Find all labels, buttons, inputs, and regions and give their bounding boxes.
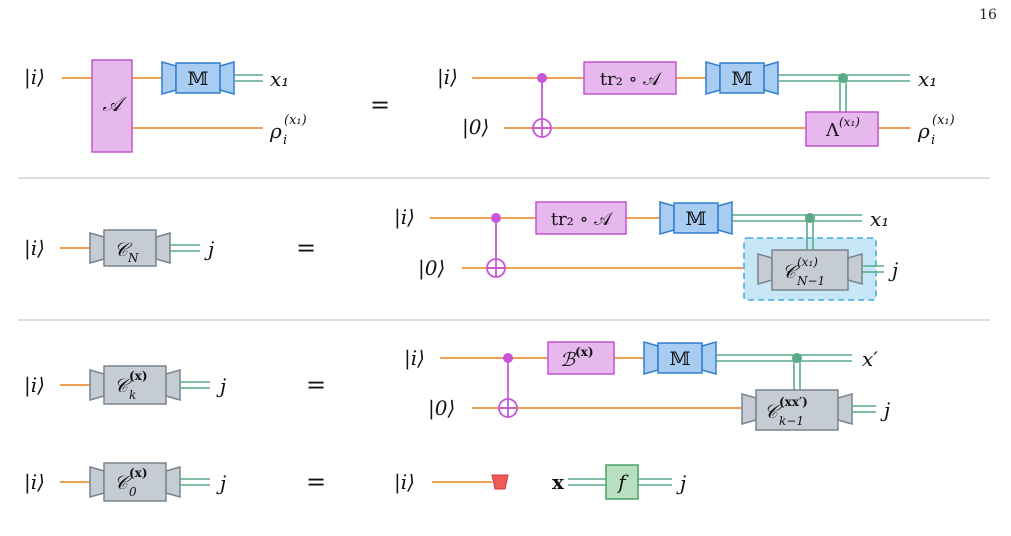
classical-control-dot: [805, 213, 815, 223]
measure-box: 𝕄: [161, 61, 235, 95]
row1-rhs: |i⟩ |0⟩ tr₂ ∘ 𝒜 𝕄 Λ (x₁) x₁ ρ i (x: [437, 61, 955, 148]
function-f-box: [605, 464, 639, 500]
output-rho-sup: (x₁): [284, 113, 307, 128]
ket-i: |i⟩: [404, 346, 425, 371]
ket-0: |0⟩: [418, 256, 445, 281]
row3-rhs: |i⟩ |0⟩ ℬ (x) 𝕄 𝒞 (xx′) k−1: [404, 341, 890, 431]
discard-icon: [491, 474, 509, 490]
output-j: j: [216, 471, 226, 495]
output-rho: ρ: [269, 119, 282, 143]
ket-i: |i⟩: [24, 373, 45, 398]
trace-A-label: tr₂ ∘ 𝒜: [551, 209, 613, 230]
classical-control-dot: [792, 353, 802, 363]
gray-box-C0: 𝒞 (x) 0: [89, 462, 181, 502]
gray-box-Ck1: 𝒞 (xx′) k−1: [741, 389, 853, 431]
C0-sub: 0: [129, 485, 137, 499]
measure-box: 𝕄: [643, 341, 717, 375]
gray-box-CN: 𝒞 N: [89, 229, 171, 267]
CN1-sup: (x₁): [797, 255, 818, 269]
channel-B-box: [547, 341, 615, 375]
cnot-control-dot: [503, 353, 513, 363]
output-x1: x₁: [870, 207, 889, 231]
ket-0: |0⟩: [462, 115, 489, 140]
trace-A-box: [535, 201, 627, 235]
ket-i: |i⟩: [24, 236, 45, 261]
lambda-box: [805, 111, 879, 147]
channel-A-box: [91, 59, 133, 153]
measure-label: 𝕄: [669, 348, 690, 370]
channel-B-label: ℬ: [560, 349, 577, 371]
equals-sign: =: [306, 468, 326, 496]
measure-label: 𝕄: [731, 68, 752, 90]
trace-A-box: [583, 61, 677, 95]
gray-box-CN1: 𝒞 (x₁) N−1: [757, 249, 863, 291]
measure-label: 𝕄: [187, 68, 208, 90]
Ck-sup: (x): [129, 369, 148, 383]
equals-sign: =: [306, 371, 326, 399]
cnot-control-dot: [537, 73, 547, 83]
gray-box-Ck: 𝒞 (x) k: [89, 365, 181, 405]
output-j: j: [204, 237, 214, 261]
lambda-label: Λ: [825, 120, 840, 141]
lambda-sup: (x₁): [839, 115, 860, 129]
Ck1-sup: (xx′): [779, 395, 808, 409]
output-x1: x₁: [270, 67, 289, 91]
row1-lhs: |i⟩ 𝒜 𝕄 x₁ ρ i (x₁): [24, 59, 307, 153]
ket-i: |i⟩: [437, 65, 458, 90]
CN-sub: N: [127, 251, 139, 265]
row4-rhs: |i⟩ x f j: [394, 464, 686, 500]
C0-sup: (x): [129, 466, 148, 480]
row4-lhs: |i⟩ 𝒞 (x) 0 j: [24, 462, 226, 502]
Ck1-sub: k−1: [779, 414, 804, 428]
equals-sign: =: [370, 91, 390, 119]
output-rho-sup: (x₁): [932, 113, 955, 128]
trace-A-label: tr₂ ∘ 𝒜: [600, 69, 662, 90]
output-rho-sub: i: [931, 133, 935, 148]
row2-rhs: |i⟩ |0⟩ tr₂ ∘ 𝒜 𝕄 𝒞 (x₁) N−1: [394, 201, 898, 301]
classical-control-dot: [838, 73, 848, 83]
CN1-sub: N−1: [796, 274, 825, 288]
page-number: 16: [979, 7, 997, 23]
output-j: j: [676, 471, 686, 495]
equals-sign: =: [296, 234, 316, 262]
Ck-sub: k: [129, 388, 136, 402]
output-j: j: [216, 374, 226, 398]
ket-i: |i⟩: [24, 65, 45, 90]
output-j: j: [880, 398, 890, 422]
output-x1: x₁: [918, 67, 937, 91]
row3-lhs: |i⟩ 𝒞 (x) k j: [24, 365, 226, 405]
row2-lhs: |i⟩ 𝒞 N j: [24, 229, 214, 267]
measure-box: 𝕄: [705, 61, 779, 95]
ket-i: |i⟩: [394, 205, 415, 230]
output-rho: ρ: [917, 119, 930, 143]
measure-label: 𝕄: [685, 208, 706, 230]
ket-i: |i⟩: [24, 470, 45, 495]
cnot-control-dot: [491, 213, 501, 223]
measure-box: 𝕄: [659, 201, 733, 235]
input-x: x: [552, 470, 565, 494]
channel-B-sup: (x): [575, 345, 594, 359]
ket-i: |i⟩: [394, 470, 415, 495]
output-rho-sub: i: [283, 133, 287, 148]
output-j: j: [888, 258, 898, 282]
output-xprime: x′: [862, 347, 878, 371]
ket-0: |0⟩: [428, 396, 455, 421]
